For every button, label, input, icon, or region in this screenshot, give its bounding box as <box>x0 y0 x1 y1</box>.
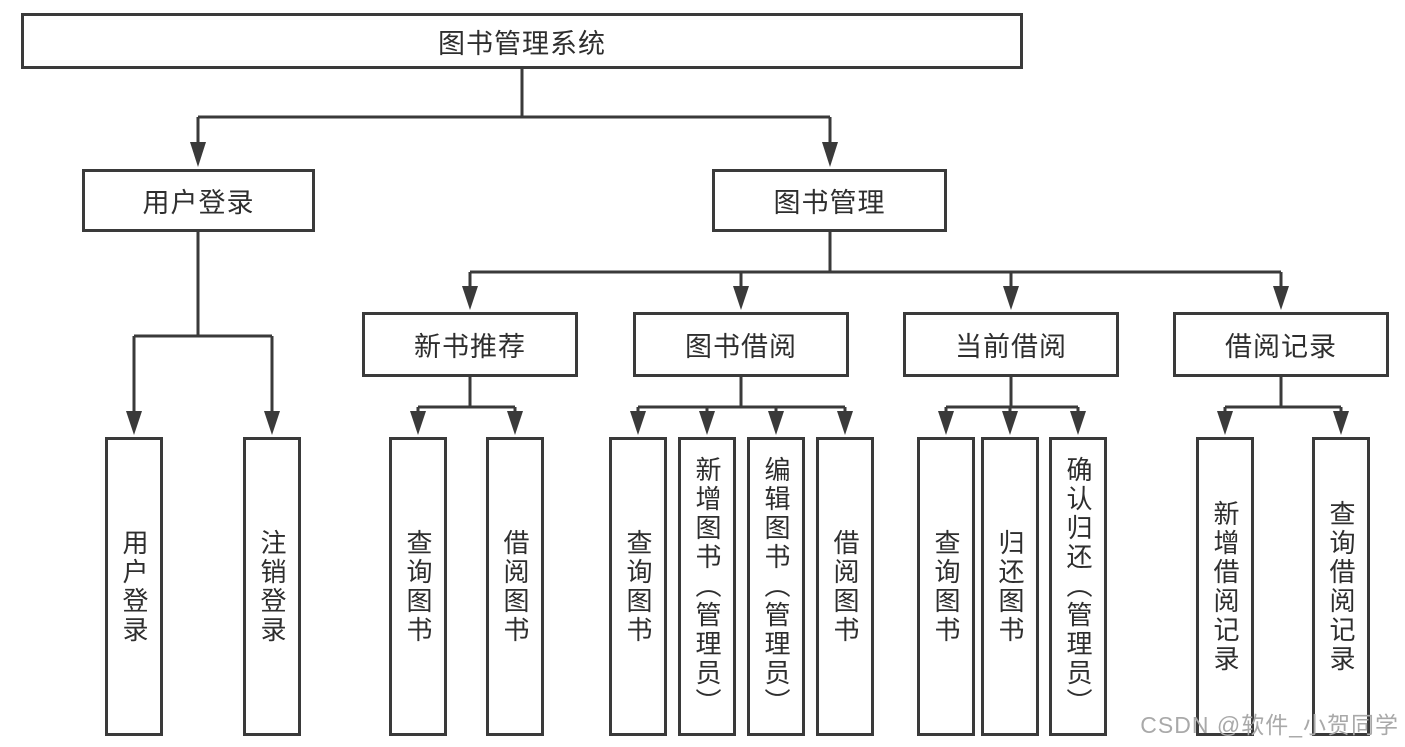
leaf-borrow-edit-books-admin: 编辑图书（管理员） <box>747 437 805 736</box>
node-label: 用户登录 <box>119 528 149 645</box>
node-label: 查询借阅记录 <box>1326 499 1356 674</box>
node-label: 查询图书 <box>403 528 433 645</box>
node-label: 新增图书（管理员） <box>692 456 722 717</box>
node-label: 借阅记录 <box>1225 332 1337 362</box>
leaf-recommend-query-books: 查询图书 <box>389 437 447 736</box>
leaf-current-return-books: 归还图书 <box>981 437 1039 736</box>
node-label: 归还图书 <box>995 528 1025 645</box>
node-label: 借阅图书 <box>830 528 860 645</box>
node-label: 注销登录 <box>257 528 287 645</box>
node-label: 用户登录 <box>142 188 255 218</box>
node-current-borrow: 当前借阅 <box>903 312 1119 377</box>
node-label: 图书管理系统 <box>438 28 606 59</box>
node-book-borrow: 图书借阅 <box>633 312 849 377</box>
leaf-records-query-record: 查询借阅记录 <box>1312 437 1370 736</box>
leaf-current-query-books: 查询图书 <box>917 437 975 736</box>
leaf-logout: 注销登录 <box>243 437 301 736</box>
node-label: 图书借阅 <box>685 332 797 362</box>
leaf-borrow-query-books: 查询图书 <box>609 437 667 736</box>
node-root: 图书管理系统 <box>21 13 1023 69</box>
leaf-borrow-borrow-books: 借阅图书 <box>816 437 874 736</box>
node-label: 查询图书 <box>623 528 653 645</box>
node-label: 图书管理 <box>773 188 886 218</box>
leaf-current-confirm-return-admin: 确认归还（管理员） <box>1049 437 1107 736</box>
node-new-book-recommend: 新书推荐 <box>362 312 578 377</box>
node-label: 新书推荐 <box>414 332 526 362</box>
leaf-user-login: 用户登录 <box>105 437 163 736</box>
node-label: 当前借阅 <box>955 332 1067 362</box>
node-label: 新增借阅记录 <box>1210 499 1240 674</box>
node-book-management: 图书管理 <box>712 169 947 232</box>
node-label: 编辑图书（管理员） <box>761 456 791 717</box>
node-label: 确认归还（管理员） <box>1063 456 1093 717</box>
node-borrow-records: 借阅记录 <box>1173 312 1389 377</box>
leaf-borrow-add-books-admin: 新增图书（管理员） <box>678 437 736 736</box>
node-user-login: 用户登录 <box>82 169 315 232</box>
node-label: 查询图书 <box>931 528 961 645</box>
watermark: CSDN @软件_小贺同学 <box>1140 712 1399 738</box>
node-label: 借阅图书 <box>500 528 530 645</box>
leaf-recommend-borrow-books: 借阅图书 <box>486 437 544 736</box>
leaf-records-add-record: 新增借阅记录 <box>1196 437 1254 736</box>
